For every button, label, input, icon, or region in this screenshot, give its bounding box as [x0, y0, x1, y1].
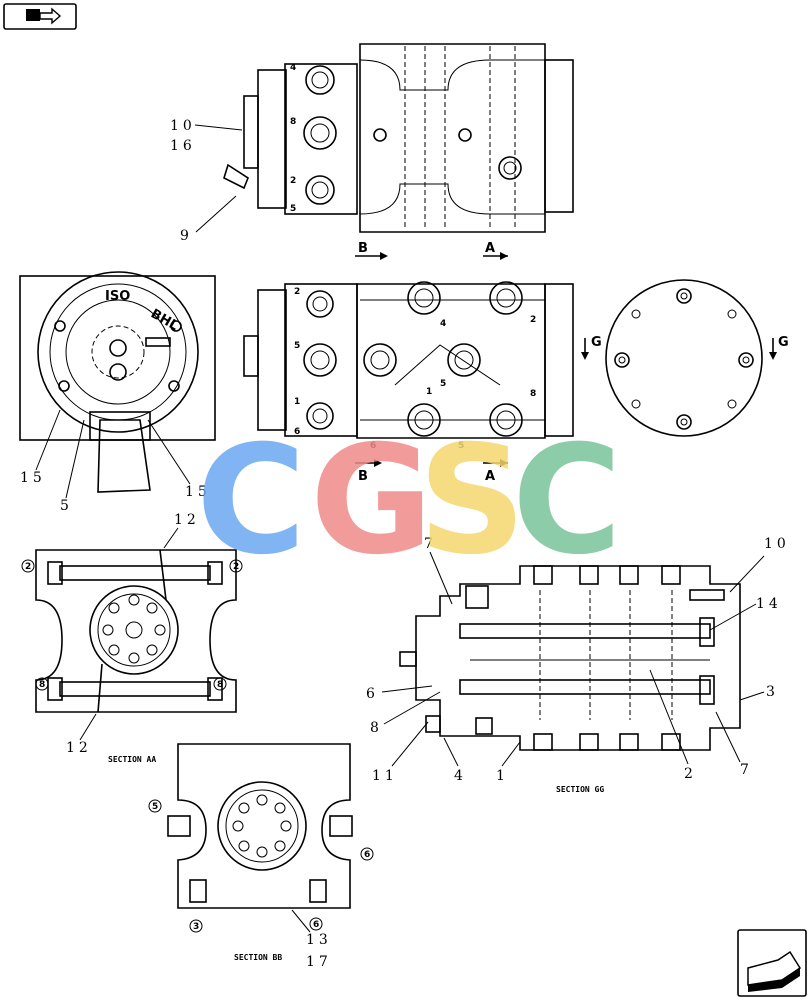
svg-text:2: 2 — [684, 766, 697, 782]
callout-2: 2 — [649, 669, 697, 782]
view-marker-b-top: B — [355, 241, 388, 260]
port-circle-label: 8 — [39, 680, 45, 690]
dial-bhl-label: BHL — [148, 306, 181, 334]
svg-text:14: 14 — [756, 596, 782, 612]
port-number: 4 — [440, 319, 446, 329]
port-number: 5 — [440, 379, 446, 389]
svg-text:B: B — [358, 469, 368, 484]
callout-12-bottom: 12 — [66, 713, 97, 756]
svg-text:9: 9 — [180, 228, 193, 244]
callout-13-17: 13 17 — [291, 909, 332, 970]
port-number: 6 — [294, 427, 300, 437]
port-circle-label: 6 — [313, 920, 319, 930]
callout-8: 8 — [370, 691, 441, 736]
svg-text:12: 12 — [66, 740, 92, 756]
callout-15-right: 15 — [147, 419, 211, 500]
watermark: C G S C — [196, 414, 622, 588]
svg-text:8: 8 — [370, 720, 383, 736]
section-aa-label: SECTION AA — [108, 755, 156, 764]
svg-text:15: 15 — [185, 484, 211, 500]
callout-15-left: 15 — [20, 409, 61, 486]
svg-text:13: 13 — [306, 932, 332, 948]
section-bb: 5 6 3 6 SECTION BB — [148, 743, 374, 962]
port-number: 2 — [294, 287, 300, 297]
callout-10-right: 10 — [729, 536, 790, 593]
svg-text:15: 15 — [20, 470, 46, 486]
section-gg-label: SECTION GG — [556, 785, 604, 794]
port-circle-label: 5 — [152, 802, 158, 812]
callout-7-bottom: 7 — [715, 711, 753, 778]
callout-12-top: 12 — [163, 512, 200, 549]
callout-7-top: 7 — [424, 536, 453, 605]
watermark-letter: G — [310, 414, 433, 588]
port-number: 5 — [294, 341, 300, 351]
svg-text:3: 3 — [766, 684, 779, 700]
callout-11: 11 — [372, 721, 429, 784]
port-number: 4 — [290, 63, 296, 73]
top-view: 4 8 2 5 — [223, 43, 574, 233]
watermark-letter: C — [512, 414, 622, 588]
section-aa: 2 2 8 8 SECTION AA — [21, 549, 243, 764]
svg-text:G: G — [778, 335, 789, 350]
port-number: 5 — [290, 204, 296, 214]
port-circle-label: 3 — [193, 922, 199, 932]
port-number: 1 — [294, 397, 300, 407]
svg-text:7: 7 — [740, 762, 753, 778]
port-number: 2 — [290, 176, 296, 186]
svg-text:17: 17 — [306, 954, 332, 970]
callout-10-16: 10 16 — [170, 118, 243, 154]
arrow-icon — [747, 950, 802, 992]
svg-text:10: 10 — [764, 536, 790, 552]
view-marker-b-mid: B — [355, 459, 382, 484]
callout-1: 1 — [496, 741, 521, 784]
svg-text:12: 12 — [174, 512, 200, 528]
section-bb-label: SECTION BB — [234, 953, 282, 962]
view-marker-a-top: A — [483, 241, 508, 260]
watermark-letter: S — [418, 414, 526, 588]
section-gg: SECTION GG — [399, 565, 741, 794]
callout-4: 4 — [443, 737, 467, 784]
port-circle-label: 2 — [25, 562, 31, 572]
watermark-letter: C — [196, 414, 306, 588]
port-number: 5 — [458, 441, 464, 451]
callout-5: 5 — [60, 419, 85, 514]
port-number: 6 — [370, 441, 376, 451]
svg-text:6: 6 — [366, 686, 379, 702]
view-marker-g-right: G — [769, 335, 789, 360]
svg-text:G: G — [591, 335, 602, 350]
middle-view: 2 5 1 6 4 2 5 1 8 6 5 — [243, 281, 574, 451]
port-number: 2 — [530, 315, 536, 325]
port-circle-label: 6 — [364, 850, 370, 860]
svg-text:5: 5 — [60, 498, 73, 514]
svg-text:A: A — [485, 469, 495, 484]
svg-text:A: A — [485, 241, 495, 256]
svg-text:4: 4 — [454, 768, 467, 784]
port-number: 1 — [426, 387, 432, 397]
port-circle-label: 8 — [217, 680, 223, 690]
svg-text:1: 1 — [496, 768, 509, 784]
callout-14: 14 — [709, 596, 782, 631]
svg-text:11: 11 — [372, 768, 398, 784]
callout-6: 6 — [366, 685, 433, 702]
svg-text:7: 7 — [424, 536, 437, 552]
nav-back-button[interactable] — [3, 3, 77, 30]
dial-view: ISO BHL — [19, 271, 216, 493]
view-marker-g-left: G — [581, 335, 602, 360]
arrow-icon — [26, 7, 62, 25]
svg-text:16: 16 — [170, 138, 196, 154]
view-marker-a-mid: A — [483, 459, 508, 484]
port-number: 8 — [530, 389, 536, 399]
callout-9: 9 — [180, 195, 237, 244]
nav-next-button[interactable] — [737, 929, 807, 997]
svg-text:B: B — [358, 241, 368, 256]
port-number: 8 — [290, 117, 296, 127]
dial-iso-label: ISO — [105, 289, 130, 304]
callout-3: 3 — [739, 684, 779, 701]
flange-view — [605, 279, 763, 437]
port-circle-label: 2 — [233, 562, 239, 572]
svg-text:10: 10 — [170, 118, 196, 134]
